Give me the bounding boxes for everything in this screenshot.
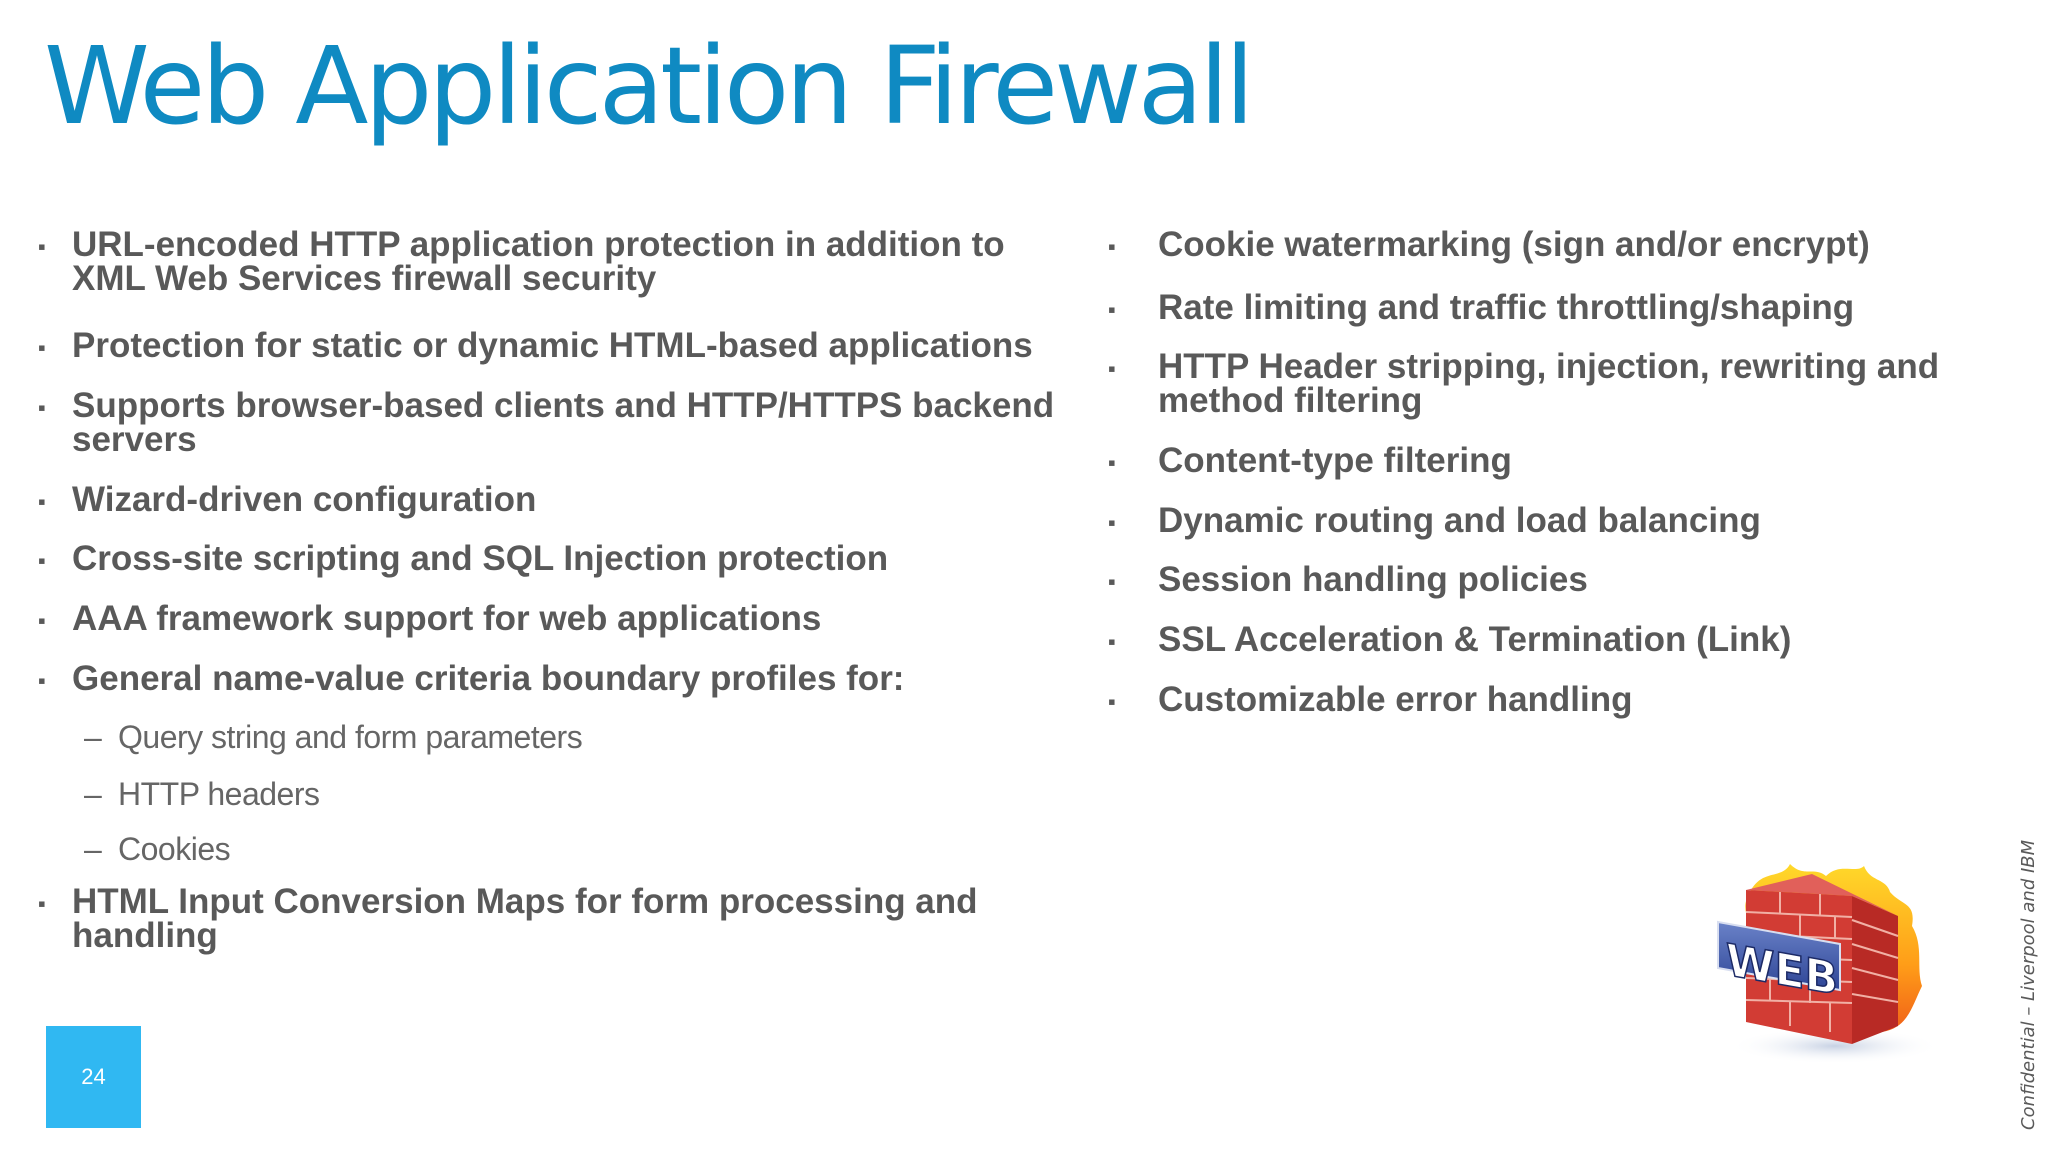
bullet-marker: ▪ bbox=[1108, 629, 1116, 654]
bullet-item: ▪ SSL Acceleration & Termination (Link) bbox=[1108, 620, 1988, 659]
page-number: 24 bbox=[81, 1064, 106, 1089]
bullet-text: Cookie watermarking (sign and/or encrypt… bbox=[1158, 225, 1870, 264]
page-number-badge: 24 bbox=[46, 1026, 141, 1128]
icon-shadow bbox=[1730, 1028, 1940, 1064]
bullet-marker: ▪ bbox=[38, 668, 46, 693]
bullet-text: HTML Input Conversion Maps for form proc… bbox=[72, 882, 978, 955]
bullet-item: ▪ Session handling policies bbox=[1108, 560, 1988, 599]
sub-bullet-text: HTTP headers bbox=[118, 776, 320, 812]
bullet-marker: ▪ bbox=[1108, 356, 1116, 381]
bullet-text: HTTP Header stripping, injection, rewrit… bbox=[1158, 347, 1940, 420]
bullet-marker: ▪ bbox=[1108, 689, 1116, 714]
bullet-text: Content-type filtering bbox=[1158, 441, 1512, 480]
bullet-marker: ▪ bbox=[38, 335, 46, 360]
bullet-item: ▪ General name-value criteria boundary p… bbox=[38, 659, 1078, 698]
confidential-footer: Confidential – Liverpool and IBM bbox=[2018, 839, 2039, 1130]
bullet-text: Wizard-driven configuration bbox=[72, 480, 537, 519]
bullet-text: URL-encoded HTTP application protection … bbox=[72, 225, 1005, 298]
sub-bullet-text: Cookies bbox=[118, 831, 231, 867]
bullet-text: Rate limiting and traffic throttling/sha… bbox=[1158, 288, 1855, 327]
bullet-item: ▪ Supports browser-based clients and HTT… bbox=[38, 386, 1078, 459]
sub-bullet-text: Query string and form parameters bbox=[118, 719, 583, 755]
bullet-item: ▪ AAA framework support for web applicat… bbox=[38, 599, 1078, 638]
bullet-item: ▪ Cookie watermarking (sign and/or encry… bbox=[1108, 225, 1988, 264]
sub-bullet-item: – Query string and form parameters bbox=[38, 720, 1078, 754]
bullet-marker: ▪ bbox=[38, 489, 46, 514]
bullet-marker: ▪ bbox=[38, 395, 46, 420]
bullet-marker: ▪ bbox=[38, 234, 46, 259]
bullet-marker: ▪ bbox=[1108, 569, 1116, 594]
dash-marker: – bbox=[84, 831, 102, 867]
bullet-marker: ▪ bbox=[38, 891, 46, 916]
bullet-item: ▪ Dynamic routing and load balancing bbox=[1108, 501, 1988, 540]
bullet-text: Cross-site scripting and SQL Injection p… bbox=[72, 539, 889, 578]
sub-bullet-item: – Cookies bbox=[38, 832, 1078, 866]
bullet-marker: ▪ bbox=[38, 548, 46, 573]
web-plate bbox=[1717, 920, 1841, 992]
bullet-text: Protection for static or dynamic HTML-ba… bbox=[72, 326, 1033, 365]
bullet-item: ▪ Cross-site scripting and SQL Injection… bbox=[38, 539, 1078, 578]
bullet-text: SSL Acceleration & Termination (Link) bbox=[1158, 620, 1792, 659]
bullet-marker: ▪ bbox=[1108, 510, 1116, 535]
bullet-item: ▪ HTTP Header stripping, injection, rewr… bbox=[1108, 347, 1988, 420]
bullet-marker: ▪ bbox=[1108, 234, 1116, 259]
bullet-text: Supports browser-based clients and HTTP/… bbox=[72, 386, 1055, 459]
bullet-item: ▪ Wizard-driven configuration bbox=[38, 480, 1078, 519]
wall-top bbox=[1746, 874, 1898, 916]
dash-marker: – bbox=[84, 776, 102, 812]
bullet-marker: ▪ bbox=[38, 608, 46, 633]
bullet-item: ▪ Protection for static or dynamic HTML-… bbox=[38, 326, 1078, 365]
bullet-text: Customizable error handling bbox=[1158, 680, 1633, 719]
bullet-item: ▪ Rate limiting and traffic throttling/s… bbox=[1108, 288, 1988, 327]
bullet-text: Dynamic routing and load balancing bbox=[1158, 501, 1761, 540]
bullet-text: Session handling policies bbox=[1158, 560, 1588, 599]
dash-marker: – bbox=[84, 719, 102, 755]
sub-bullet-item: – HTTP headers bbox=[38, 777, 1078, 811]
bullet-item: ▪ URL-encoded HTTP application protectio… bbox=[38, 225, 1078, 298]
bullet-item: ▪ Content-type filtering bbox=[1108, 441, 1988, 480]
web-firewall-icon: WEB bbox=[1717, 864, 1940, 1064]
bullet-marker: ▪ bbox=[1108, 450, 1116, 475]
bullet-text: General name-value criteria boundary pro… bbox=[72, 659, 905, 698]
bullet-item: ▪ Customizable error handling bbox=[1108, 680, 1988, 719]
bullet-marker: ▪ bbox=[1108, 297, 1116, 322]
slide-title: Web Application Firewall bbox=[44, 25, 1255, 149]
bullet-text: AAA framework support for web applicatio… bbox=[72, 599, 822, 638]
bullet-item: ▪ HTML Input Conversion Maps for form pr… bbox=[38, 882, 1078, 955]
